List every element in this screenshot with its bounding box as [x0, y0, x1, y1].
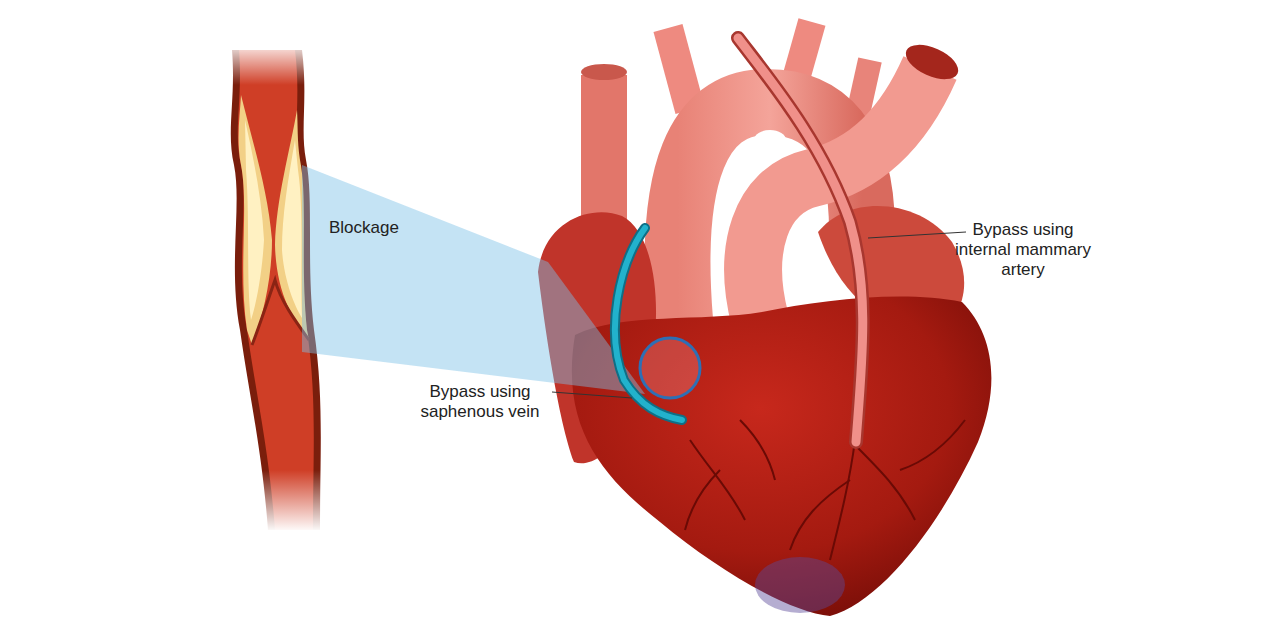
- mammary-graft: [738, 38, 863, 442]
- callout-label: Bypass using saphenous vein: [410, 382, 550, 422]
- leader-line: [552, 392, 632, 398]
- zoom-cone: [302, 165, 645, 394]
- callout-label: Bypass using internal mammary artery: [948, 220, 1098, 280]
- zoom-circle: [640, 338, 700, 398]
- ventricles: [572, 297, 992, 616]
- leader-line: [868, 232, 966, 238]
- callout-label: Blockage: [329, 218, 399, 238]
- coronary-branches: [685, 420, 965, 560]
